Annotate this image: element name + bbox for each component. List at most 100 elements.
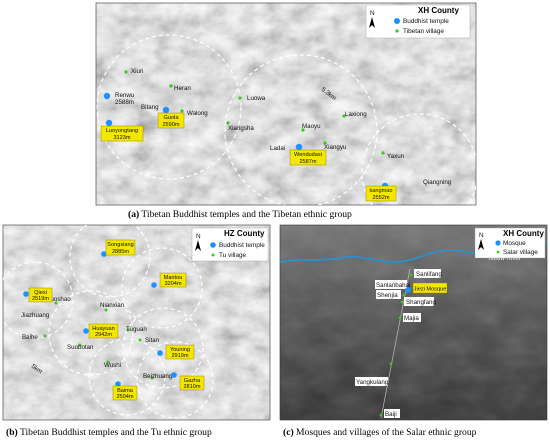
legend-village-label: Tibetan village [403,28,444,35]
village-marker [226,121,230,125]
temple-marker [115,381,121,387]
buffer-ring [122,307,204,389]
village-label: Wushi [104,362,121,369]
mosque-label: Jiezi Mosque [414,287,447,293]
village-marker [126,328,130,332]
temple-label: Huayuan [92,326,114,332]
village-marker [381,151,385,155]
temple-label: Mantou [164,275,183,281]
panel-c-map: Yellow River Sanlifang Sanlanbahai Shenj… [279,224,548,421]
village-label: Baihe [22,334,38,341]
village-marker [323,141,327,145]
panel-b-villages: Luoshao Jiazhuang Nianxian Baihe Suobota… [21,296,173,380]
temple-label: kangmao [369,188,392,194]
temple-elevation: 2942m [95,332,112,338]
village-label: Suobotan [67,344,94,351]
temple-marker [151,282,157,288]
north-label: N [370,10,375,17]
temple-elevation: 2519m [32,296,49,302]
village-label: Shangfang [406,299,436,306]
panel-c-villages: Sanlifang Sanlanbahai Shenjia Shangfang … [355,269,442,418]
village-label: Sanlifang [416,271,442,278]
temple-label: Luoyongtang [106,128,138,134]
village-marker [400,300,404,304]
village-label: Qiangning [423,179,452,186]
temple-label: Qiexi [34,290,47,296]
village-marker [106,360,110,364]
buffer-ring [88,338,166,416]
temple-elevation: 2587m [299,159,316,165]
panel-a-map: 5.3km Xiuri Heran Bitang Walong Xiangsha… [95,2,477,206]
village-marker [43,334,47,338]
village-label: Walong [187,110,208,117]
village-label: Xiangyu [324,144,347,151]
legend-village-icon [211,253,215,257]
legend-mosque-icon [495,240,501,246]
village-marker [409,273,413,277]
north-arrow-icon [195,240,201,251]
village-label: Maoyu [302,123,321,130]
village-marker [379,413,383,417]
village-marker [398,316,402,320]
legend-village-icon [496,250,500,254]
buffer-ring [121,247,203,329]
village-marker [54,301,58,305]
legend-temple-icon [394,18,400,24]
river-label: Yellow River [487,255,521,262]
temple-label-box [365,185,397,202]
panel-b-frame [2,224,271,421]
panel-a-legend: N XH County Buddhist temple Tibetan vill… [365,4,471,39]
temple-label-box [165,344,195,360]
village-marker [78,343,82,347]
buffer-ring [96,34,242,180]
panel-b-map: 5km Luoshao Jiazhuang Nianxian Baihe Suo… [2,224,271,421]
temple-marker [83,328,89,334]
temple-elevation: 3204m [164,281,181,287]
legend-title: XH County [503,229,544,238]
mosque-marker [405,287,411,293]
buffer-ring [3,261,74,339]
legend-temple-label: Buddhist temple [403,18,449,25]
buffer-ring [69,225,151,298]
temple-marker [171,372,177,378]
panel-c-caption: (c) Mosques and villages of the Salar et… [283,427,477,438]
village-label: Nianxian [100,302,125,309]
village-marker [389,362,393,366]
legend-title: HZ County [224,229,265,238]
panel-b-temples: Songxiang 2885m Qiexi 2519m Mantou 3204m… [23,239,205,401]
buffer-ring [224,54,378,205]
village-label: Luoshao [47,296,71,303]
legend-title: XH County [418,6,459,15]
temple-elevation: 3123m [113,135,130,141]
north-label: N [479,232,484,239]
village-label: Laxiong [345,111,367,118]
temple-label: Youning [170,347,190,353]
panel-a-villages: Xiuri Heran Bitang Walong Xiangsha Luowa… [124,68,452,186]
north-arrow-icon [369,17,375,28]
legend-village-label: Tu village [219,252,247,259]
temple-label-box [28,287,53,303]
panel-c-frame [279,224,548,421]
panel-c-mosque: Jiezi Mosque [405,282,448,294]
temple-marker [295,143,303,151]
panel-a-caption: (a) Tibetan Buddhist temples and the Tib… [128,209,352,220]
village-marker [402,293,406,297]
village-marker [124,70,128,74]
village-label: Yaxun [387,153,405,160]
temple-elevation: 2810m [183,384,200,390]
panel-b-buffer-rings [3,225,214,419]
village-label: Baiji [385,411,397,418]
temple-label-box [105,239,136,256]
temple-label-box [159,272,187,288]
temple-marker [105,119,113,127]
temple-label: Baima [117,388,134,394]
panel-a-buffer-rings [96,34,476,205]
village-label: Xiangsha [228,125,254,132]
temple-label-box [179,375,205,391]
village-marker [138,338,142,342]
panel-b-legend: N HZ County Buddhist temple Tu village [191,227,269,262]
temple-label: Renwu [115,92,135,99]
temple-label: Wendudasi [294,152,322,158]
temple-label-box [157,112,185,129]
